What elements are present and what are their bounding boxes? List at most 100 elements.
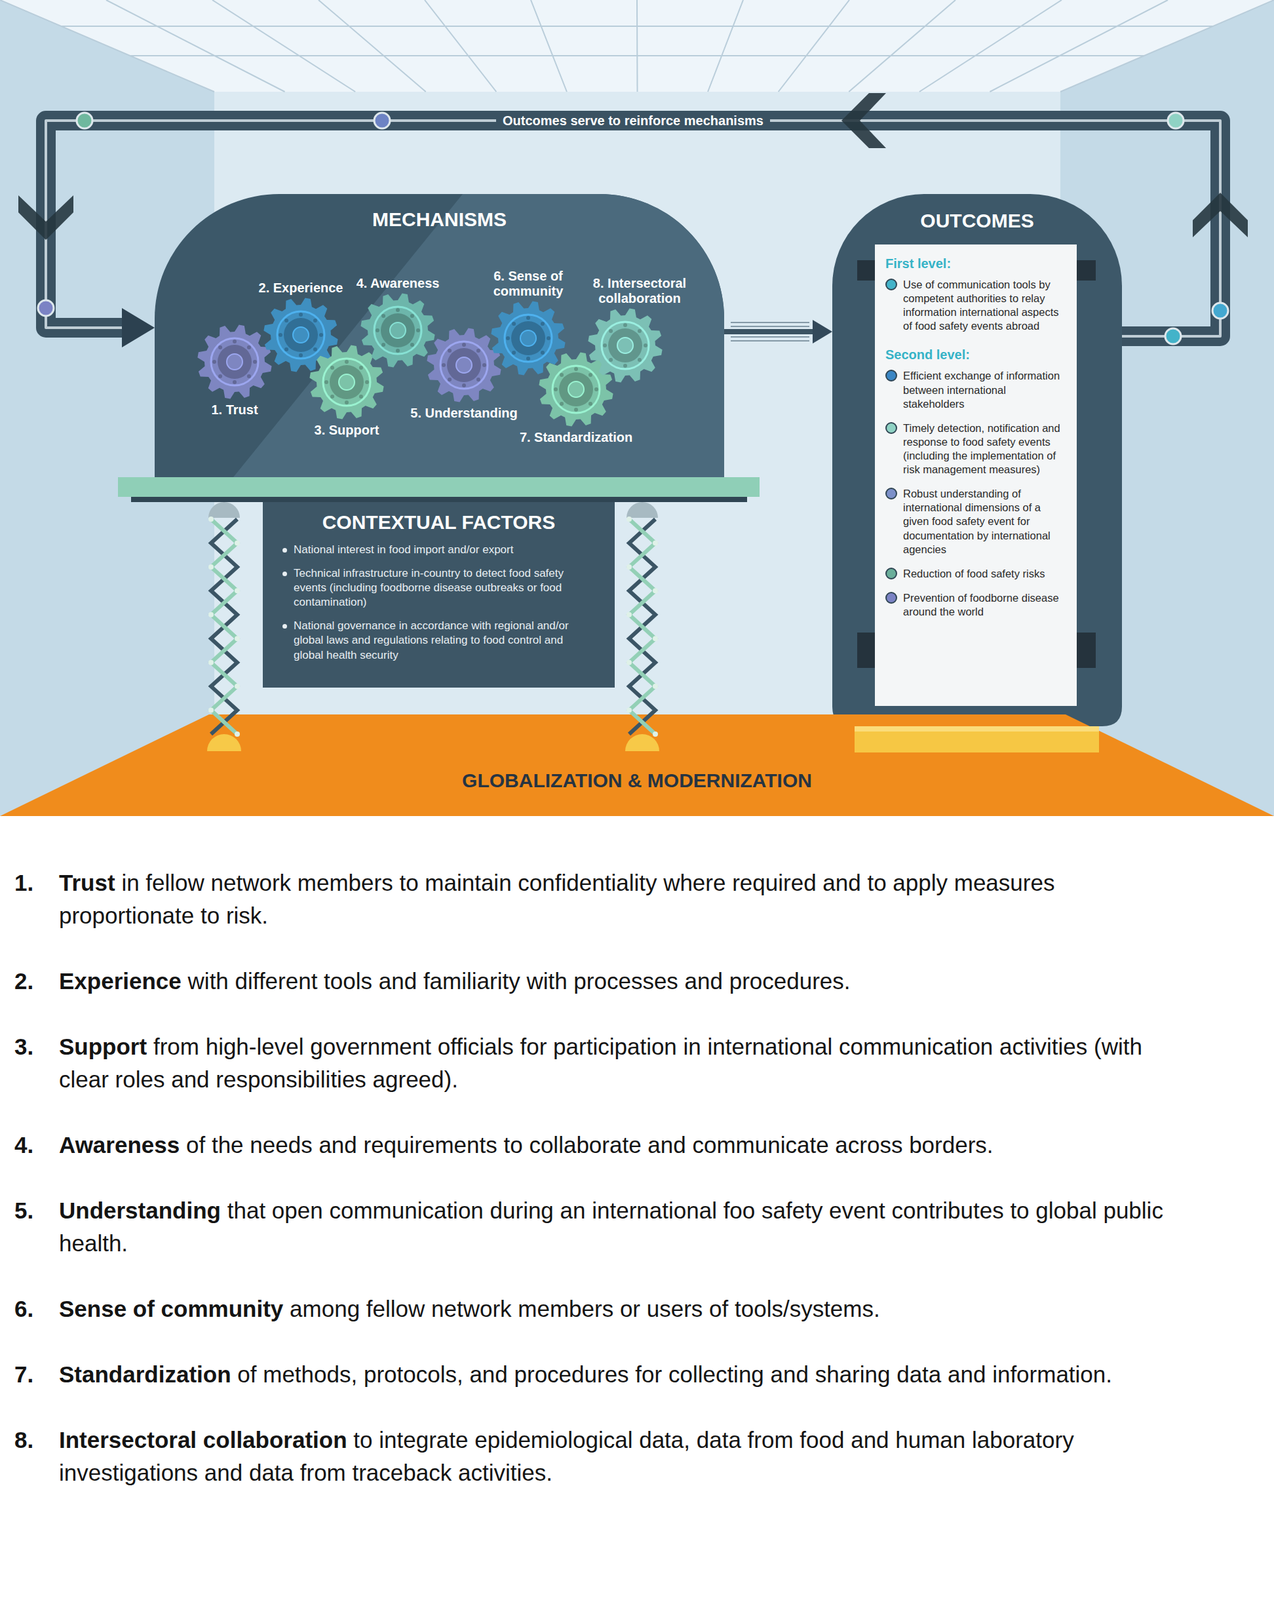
gear-hole: [232, 339, 237, 344]
gear-hole: [218, 345, 223, 350]
gear-hub: [292, 327, 309, 343]
gear-hole: [298, 312, 303, 317]
gear-node: 8. Intersectoral collaboration: [577, 275, 702, 385]
gear-disc: [217, 344, 252, 379]
gear-teeth: [426, 327, 501, 402]
list-item: 3.Supportfrom high-level government offi…: [0, 1030, 1174, 1096]
gear-hole: [365, 380, 369, 385]
context-factor: National interest in food import and/or …: [293, 542, 514, 558]
capsule-strap: [857, 260, 875, 281]
gear-label: 2. Experience: [248, 280, 354, 296]
room-ground: [0, 0, 1274, 816]
outcome-row: Robust understanding of international di…: [885, 486, 1068, 557]
dome-title: MECHANISMS: [154, 208, 725, 231]
gear-hole: [381, 313, 386, 318]
leg-strut: [629, 519, 656, 734]
gear-label: 7. Standardization: [503, 429, 649, 445]
outcome-dot: [885, 422, 898, 434]
leg-joint: [652, 635, 658, 641]
leg-joint: [652, 587, 658, 594]
gear-ring: [552, 365, 600, 413]
gear-hole: [410, 313, 415, 318]
outcome-item: Efficient exchange of information betwee…: [903, 368, 1068, 411]
outcome-dot: [885, 369, 898, 382]
gear-hole: [574, 407, 579, 412]
leg-joint: [626, 612, 632, 618]
leg-joint: [652, 731, 658, 737]
gear-ring: [601, 321, 649, 369]
ctx-node: CONTEXTUAL FACTORSNational interest in f…: [262, 499, 615, 688]
gear-label: 1. Trust: [192, 402, 278, 418]
gear-hole: [588, 372, 593, 377]
leg-joint: [626, 707, 632, 714]
gear-teeth: [197, 324, 272, 399]
gear-teeth: [490, 300, 565, 375]
gear-disc: [559, 372, 594, 407]
dome-node: MECHANISMS 1. Trust 2. Experience 3. Suppor…: [154, 193, 725, 478]
capsule-base: [854, 726, 1100, 753]
item-number: 8.: [14, 1423, 34, 1457]
gear-hole: [559, 372, 564, 377]
gear-hub: [617, 337, 634, 354]
gear-disc: [283, 317, 318, 352]
item-keyword: Intersectoral collaboration: [58, 1426, 348, 1453]
list-item: 1.Trustin fellow network members to main…: [0, 866, 1174, 932]
item-description: in fellow network members to maintain co…: [58, 869, 1055, 928]
item-description: of methods, protocols, and procedures fo…: [237, 1361, 1113, 1387]
outcome-item: Use of communication tools by competent …: [903, 277, 1068, 333]
bullet-row: National interest in food import and/or …: [282, 542, 596, 558]
gear-hole: [330, 365, 335, 370]
outcomes-node: OUTCOMESFirst level:Use of communication…: [832, 193, 1122, 727]
leg-cap: [208, 501, 240, 518]
dome-light-half: [233, 193, 725, 478]
gear-hole: [505, 336, 510, 341]
gear-label: 3. Support: [300, 422, 393, 438]
gear-ring: [374, 306, 422, 354]
gear-label: 6. Sense of community: [488, 268, 568, 299]
outcome-item: Prevention of foodborne disease around t…: [903, 591, 1068, 619]
outcome-row: Efficient exchange of information betwee…: [885, 368, 1068, 411]
gear-hub: [226, 353, 243, 370]
leg-joint: [652, 540, 658, 546]
item-number: 2.: [14, 964, 34, 998]
gear-hole: [375, 328, 380, 333]
grid-line: [636, 0, 639, 92]
gear-hole: [546, 336, 551, 341]
gear-hole: [511, 321, 516, 326]
grid-line: [106, 0, 286, 92]
gear-label: 4. Awareness: [348, 275, 447, 291]
bullet-dot: [282, 571, 288, 577]
arrow-streak: [730, 321, 810, 324]
leg-joint: [208, 516, 214, 522]
flow-arrow: [724, 328, 813, 335]
item-keyword: Understanding: [58, 1197, 221, 1223]
gear-hole: [643, 343, 648, 348]
bullet-row: Technical infrastructure in-country to d…: [282, 566, 596, 610]
floor-node: GLOBALIZATION & MODERNIZATION: [0, 714, 1274, 816]
gear-hole: [511, 350, 516, 355]
bullet-dot: [282, 623, 288, 629]
gear-icon: [424, 325, 504, 405]
gear-node: 6. Sense of community: [488, 268, 568, 378]
gear-ring: [504, 314, 552, 362]
leg-strut: [629, 519, 656, 734]
gear-hole: [623, 363, 628, 368]
item-number: 6.: [14, 1292, 34, 1326]
capsule-strap: [857, 632, 875, 668]
pipe-chevron: [18, 195, 74, 240]
base-top: [854, 726, 1100, 732]
leg-joint: [208, 707, 214, 714]
gear-hub: [389, 322, 406, 339]
item-number: 4.: [14, 1128, 34, 1162]
item-keyword: Awareness: [58, 1131, 180, 1158]
outcome-level: Second level:: [885, 347, 1068, 363]
gear-hole: [447, 348, 452, 353]
gear-hole: [594, 387, 599, 392]
gear-hole: [284, 347, 289, 352]
gear-hub: [456, 357, 472, 373]
gear-hole: [324, 380, 329, 385]
gear-hole: [482, 363, 487, 367]
gear-hole: [540, 350, 545, 355]
gear-hole: [476, 377, 481, 382]
grid-line: [989, 0, 1168, 92]
